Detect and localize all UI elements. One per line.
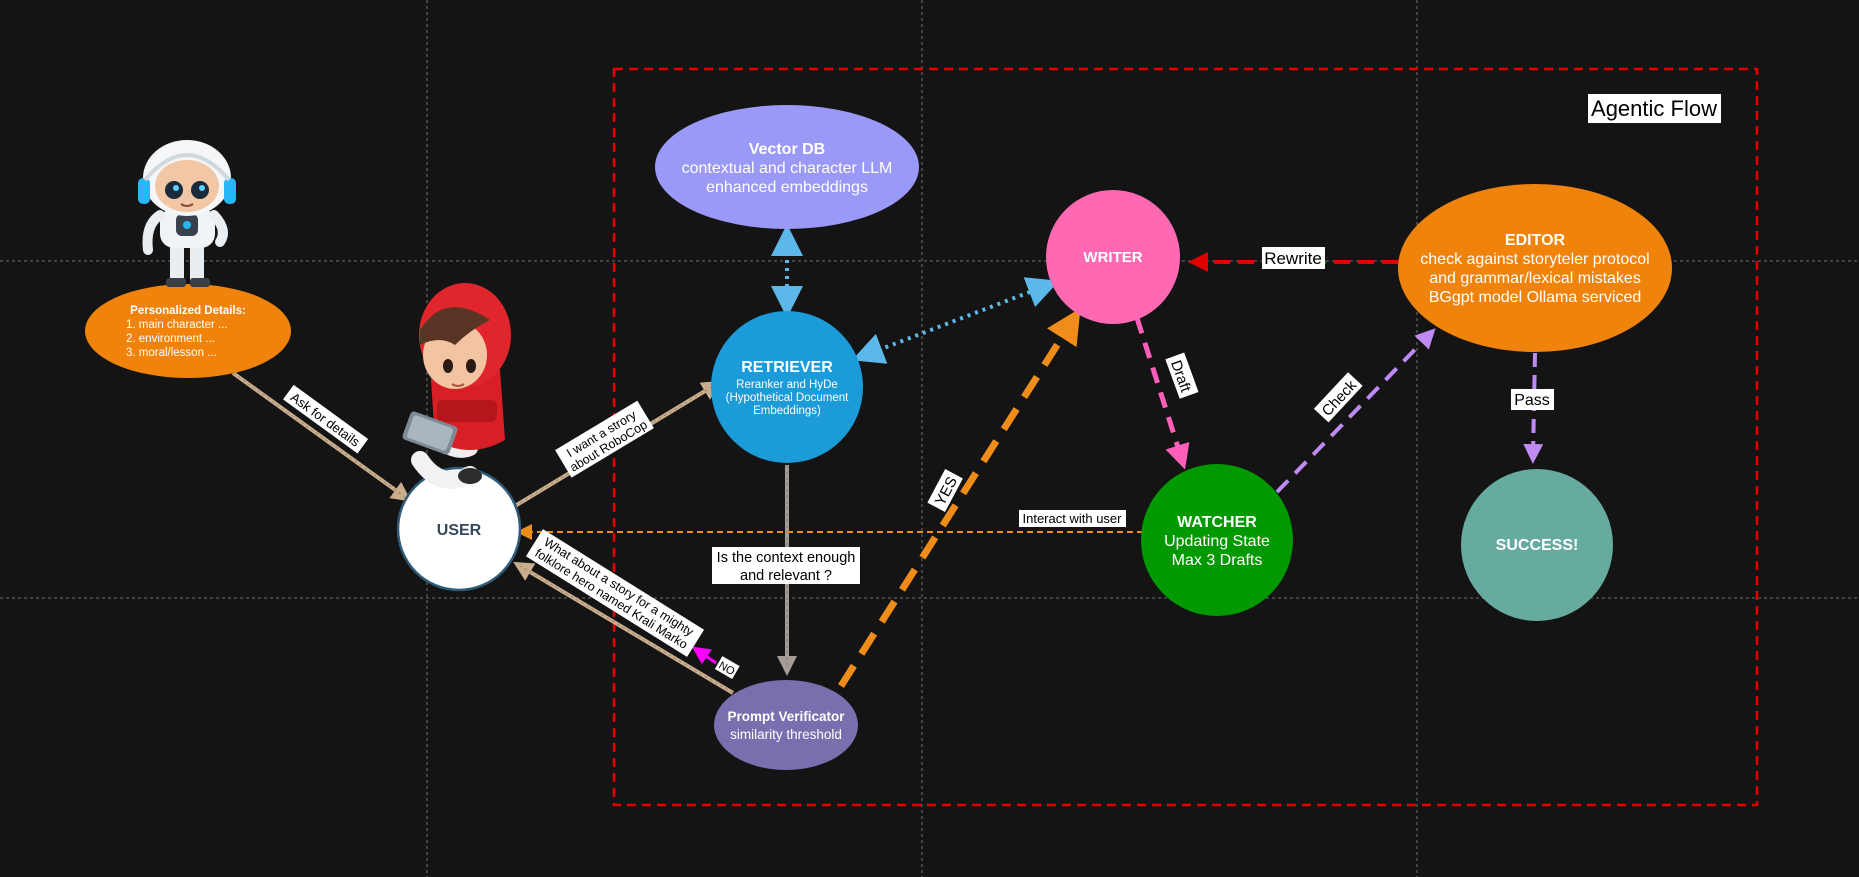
label-want-story: I want a strory about RoboCop: [555, 400, 654, 478]
node-watcher[interactable]: WATCHER Updating State Max 3 Drafts: [1141, 464, 1293, 616]
label-pass-text: Pass: [1514, 392, 1550, 409]
node-prompt-verificator[interactable]: Prompt Verificator similarity threshold: [714, 680, 858, 770]
personalized-line-3: 3. moral/lesson ...: [126, 347, 217, 359]
prompt-verificator-line-1: similarity threshold: [730, 727, 842, 742]
label-rewrite-text: Rewrite: [1264, 249, 1322, 268]
retriever-line-2: (Hypothetical Document: [726, 392, 850, 404]
watcher-line-1: Updating State: [1164, 533, 1270, 550]
edge-no: [692, 646, 717, 665]
agentic-flow-title-bg: [1588, 94, 1721, 123]
vector-db-shape: [655, 105, 919, 229]
personalized-line-1: 1. main character ...: [126, 319, 228, 331]
label-context-question: Is the context enough and relevant ?: [712, 547, 860, 584]
edge-check: [1275, 328, 1436, 494]
label-pass: Pass: [1511, 389, 1554, 410]
edge-yes: [838, 308, 1081, 688]
watcher-title: WATCHER: [1177, 514, 1257, 531]
label-suggestion-line-2: folklore hero named Krali Marko: [532, 546, 690, 652]
editor-title: EDITOR: [1505, 232, 1566, 249]
watcher-shape: [1141, 464, 1293, 616]
label-draft-text: Draft: [1167, 358, 1194, 395]
user-shape: [396, 466, 522, 592]
label-draft: Draft: [1165, 352, 1199, 399]
node-success[interactable]: SUCCESS!: [1461, 469, 1613, 621]
node-user[interactable]: USER: [396, 466, 522, 592]
watcher-line-2: Max 3 Drafts: [1172, 552, 1263, 569]
retriever-shape: [711, 311, 863, 463]
label-interact-text: Interact with user: [1023, 511, 1123, 526]
success-shape: [1461, 469, 1613, 621]
node-writer[interactable]: WRITER: [1046, 190, 1180, 324]
label-interact: Interact with user: [1019, 510, 1126, 527]
editor-shape: [1398, 184, 1672, 352]
edge-suggestion: [513, 561, 735, 695]
personalized-shape: [85, 284, 291, 378]
node-editor[interactable]: EDITOR check against storyteler protocol…: [1398, 184, 1672, 352]
vector-db-line-1: contextual and character LLM: [682, 160, 893, 177]
writer-shape: [1046, 190, 1180, 324]
node-personalized-details[interactable]: Personalized Details: 1. main character …: [85, 284, 291, 378]
writer-title: WRITER: [1083, 249, 1142, 266]
prompt-verificator-title: Prompt Verificator: [727, 709, 845, 724]
edge-ask-for-details: [231, 371, 412, 502]
personalized-title: Personalized Details:: [130, 305, 246, 317]
robot-mascot-illustration: [138, 140, 236, 287]
label-check: Check: [1313, 372, 1363, 423]
boy-with-tablet-illustration: [402, 283, 511, 489]
personalized-line-2: 2. environment ...: [126, 333, 215, 345]
vector-db-title: Vector DB: [749, 141, 825, 158]
label-context-question-line-1: Is the context enough: [717, 550, 856, 566]
label-context-question-line-2: and relevant ?: [740, 568, 832, 584]
label-yes: YES: [927, 469, 963, 513]
agentic-flow-title: Agentic Flow: [1591, 96, 1717, 121]
user-title: USER: [437, 522, 482, 539]
editor-line-3: BGgpt model Ollama serviced: [1429, 289, 1642, 306]
retriever-line-1: Reranker and HyDe: [736, 379, 838, 391]
retriever-line-3: Embeddings): [753, 405, 821, 417]
node-retriever[interactable]: RETRIEVER Reranker and HyDe (Hypothetica…: [711, 311, 863, 463]
retriever-title: RETRIEVER: [741, 359, 833, 376]
prompt-verificator-shape: [714, 680, 858, 770]
label-no: NO: [714, 656, 740, 680]
vector-db-line-2: enhanced embeddings: [706, 179, 868, 196]
editor-line-1: check against storyteler protocol: [1420, 251, 1649, 268]
edge-draft: [1134, 317, 1190, 470]
editor-line-2: and grammar/lexical mistakes: [1429, 270, 1641, 287]
label-rewrite: Rewrite: [1262, 247, 1325, 269]
edge-retriever-writer: [851, 277, 1060, 364]
success-title: SUCCESS!: [1496, 537, 1579, 554]
node-vector-db[interactable]: Vector DB contextual and character LLM e…: [655, 105, 919, 229]
